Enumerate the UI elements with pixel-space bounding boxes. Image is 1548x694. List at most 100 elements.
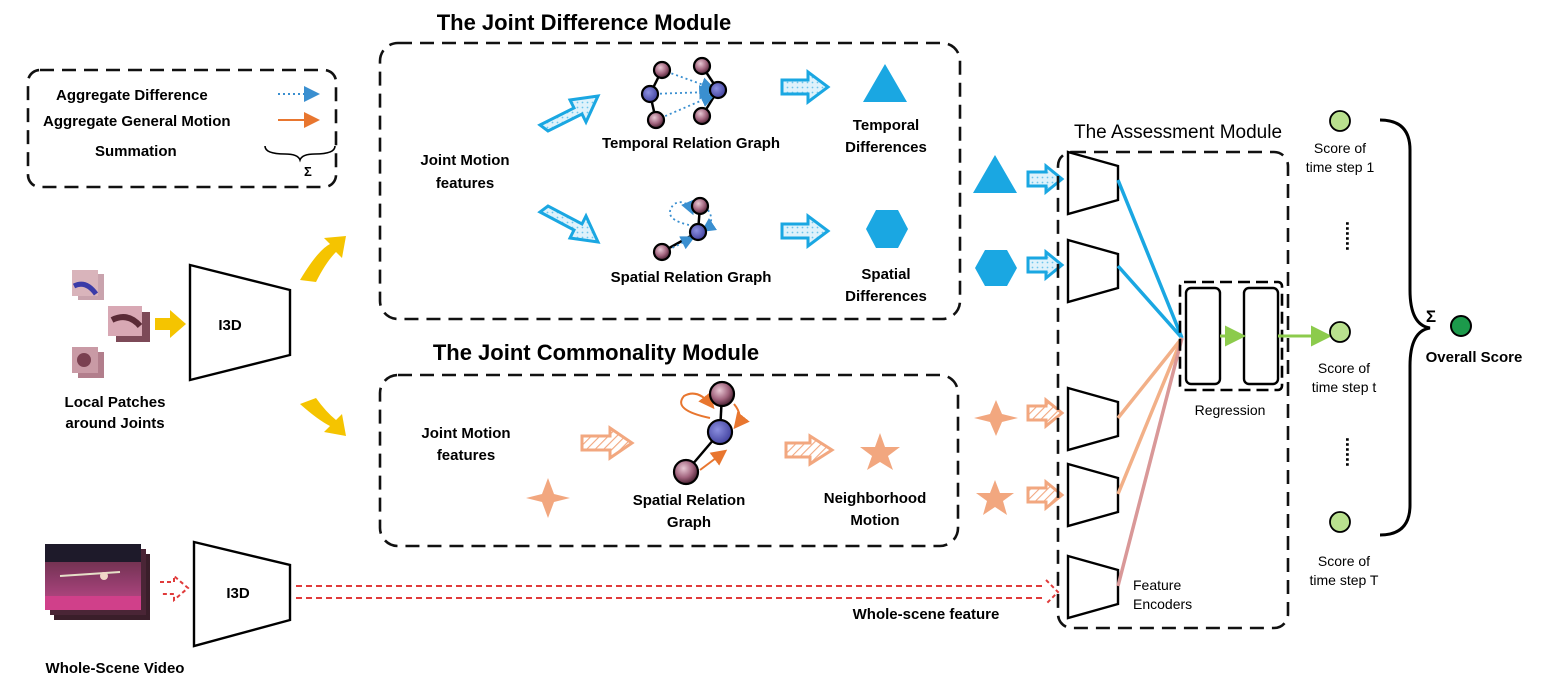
difference-joint-motion-line2: features [436,175,494,192]
blue-arrow-to-temporal-icon [537,94,601,133]
blue-arrow-to-spatial-icon [537,204,601,244]
legend-box [26,68,338,189]
orange-arrow-encoder4-icon [1026,478,1065,512]
score-stept-line1: Score of [1318,360,1370,376]
score-stept-circle [1329,321,1351,343]
temporal-relation-graph [640,56,728,130]
feature-encoder-1 [1066,150,1120,216]
orange-arrow-to-graph-icon [580,425,635,461]
score-step1-line1: Score of [1314,140,1366,156]
video-frame-floor [45,596,141,610]
feature-encoder-2 [1066,238,1120,304]
encoder2-to-regression-line [1116,264,1184,340]
neighborhood-star-input-icon [976,480,1014,515]
red-input-arrow-icon [160,573,190,603]
orange-arrow-to-neighborhood-icon [784,433,835,467]
neighborhood-line1: Neighborhood [824,490,926,507]
local-patches-label-line2: around Joints [65,415,164,432]
spatial-graph-label: Spatial Relation Graph [611,269,772,286]
i3d-bottom-encoder [192,540,292,648]
encoder4-to-regression-line [1116,337,1184,495]
joint-commonality-module: The Joint Commonality Module Joint Motio… [378,340,960,548]
blue-arrow-encoder1-icon [1026,162,1065,196]
spatial-diff-line1: Spatial [861,266,910,283]
i3d-top-encoder [188,263,292,382]
commonality-joint-motion-line1: Joint Motion [421,425,510,442]
score-step1-circle [1329,110,1351,132]
legend-aggregate-general-motion: Aggregate General Motion [43,113,231,130]
difference-module-title: The Joint Difference Module [437,10,732,35]
commonality-module-title: The Joint Commonality Module [433,340,759,365]
video-frame-athlete [100,572,108,580]
neighborhood-star-icon [860,433,900,470]
assessment-module: The Assessment Module Regression Feature… [1056,122,1290,630]
spatial-hexagon-input-icon [975,250,1017,286]
score-step1-line2: time step 1 [1306,159,1375,175]
spatial-diff-line2: Differences [845,288,927,305]
joint-star-input-icon [974,400,1018,436]
score-stepT-circle [1329,511,1351,533]
video-frame-beam [59,571,121,577]
legend: Aggregate Difference Aggregate General M… [26,68,338,189]
encoder1-to-regression-line [1116,179,1184,339]
temporal-triangle-input-icon [973,155,1017,193]
temporal-diff-line2: Differences [845,139,927,156]
temporal-diff-line1: Temporal [853,117,919,134]
difference-joint-motion-line1: Joint Motion [420,152,509,169]
assessment-module-box [1056,150,1290,630]
regression-layer-1 [1184,286,1222,386]
commonality-graph-line1: Spatial Relation [633,492,746,509]
whole-scene-feature-arrow [296,579,1060,605]
scores-column: Score of time step 1 ...... Score of tim… [1306,110,1379,588]
score-stepT-line2: time step T [1310,572,1379,588]
whole-scene-feature-label: Whole-scene feature [853,606,1000,623]
orange-arrow-encoder3-icon [1026,396,1065,430]
yellow-arrow-up-icon [300,236,346,282]
yellow-arrow-down-icon [300,398,346,436]
i3d-top-label: I3D [218,317,242,334]
legend-aggregate-difference: Aggregate Difference [56,87,208,104]
encoder3-to-regression-line [1116,336,1184,420]
assessment-module-title: The Assessment Module [1074,122,1282,143]
commonality-joint-motion-line2: features [437,447,495,464]
patch-thumbnail-3 [72,347,104,378]
overall-score-circle [1450,315,1472,337]
temporal-difference-triangle-icon [863,64,907,102]
dots-upper: ...... [1342,221,1362,251]
feature-encoder-4 [1066,462,1120,528]
yellow-input-arrow-icon [155,310,186,338]
spatial-relation-graph [652,196,717,262]
i3d-top-block: I3D [188,263,292,382]
neighborhood-line2: Motion [850,512,899,529]
encoder5-to-regression-line [1116,337,1184,587]
overall-sigma: Σ [1426,307,1436,326]
score-stepT-line1: Score of [1318,553,1370,569]
i3d-bottom-label: I3D [226,585,250,602]
summation-brace-icon [1379,118,1431,537]
legend-brace-icon [264,145,336,163]
video-frame-ceiling [45,544,141,562]
difference-module-box [378,41,962,321]
spatial-difference-hexagon-icon [866,210,908,248]
feature-encoder-3 [1066,386,1120,452]
local-patches: Local Patches around Joints [65,270,166,432]
feature-encoders-line1: Feature [1133,577,1181,593]
legend-sigma: Σ [304,164,312,179]
score-stept-line2: time step t [1312,379,1377,395]
local-patches-label-line1: Local Patches [65,394,166,411]
temporal-graph-label: Temporal Relation Graph [602,135,780,152]
regression-layer-2 [1242,286,1280,386]
overall-score-label: Overall Score [1426,349,1523,366]
blue-arrow-temporal-out-icon [780,69,831,105]
commonality-graph-line2: Graph [667,514,711,531]
i3d-bottom-block: I3D [192,540,292,648]
dots-lower: ...... [1342,437,1362,467]
blue-arrow-spatial-out-icon [780,213,831,249]
patch-thumbnail-1 [72,270,104,300]
feature-encoder-5 [1066,554,1120,620]
feature-encoders-line2: Encoders [1133,596,1192,612]
whole-scene-video-label: Whole-Scene Video [46,660,185,677]
commonality-spatial-graph [672,380,750,486]
blue-arrow-encoder2-icon [1026,248,1065,282]
